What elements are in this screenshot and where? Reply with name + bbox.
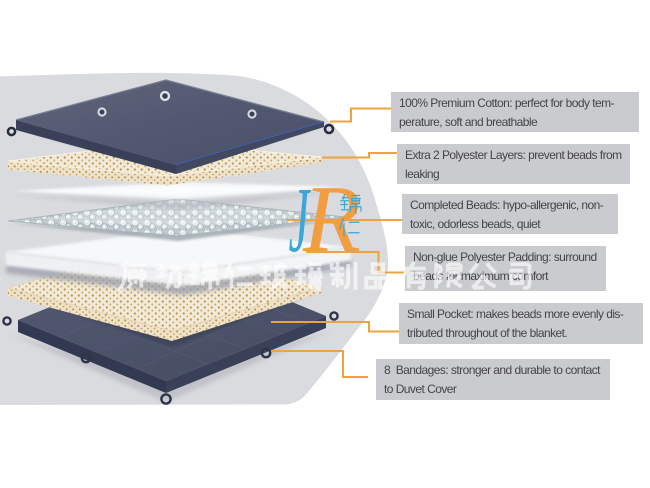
svg-text:J: J [289, 168, 312, 272]
svg-text:R: R [302, 166, 361, 272]
